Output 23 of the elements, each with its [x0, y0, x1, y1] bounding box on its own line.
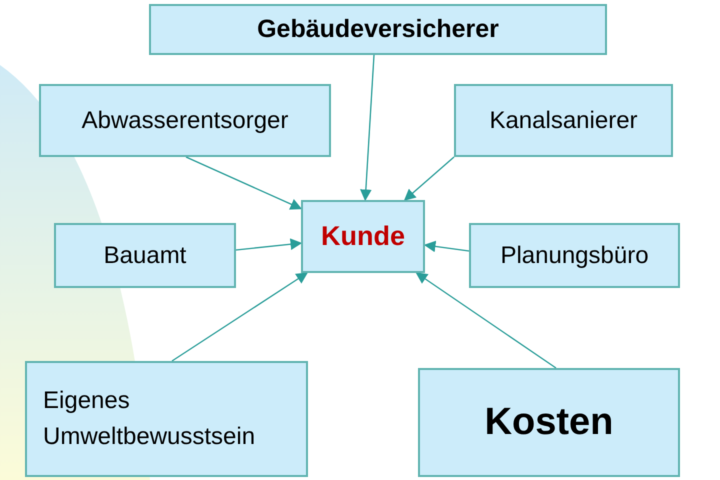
arrow	[360, 54, 375, 202]
label-box	[25, 361, 308, 477]
box-text: Kunde	[321, 220, 405, 254]
box-text: Kosten	[484, 400, 614, 445]
label-box	[418, 368, 680, 477]
box-text: Gebäudeversicherer	[257, 14, 499, 45]
label-box	[454, 84, 673, 157]
arrow	[416, 272, 556, 369]
box-text: Abwasserentsorger	[82, 106, 288, 136]
arrow	[424, 240, 470, 252]
arrow	[404, 156, 454, 201]
arrow	[172, 272, 308, 362]
arrow	[186, 156, 302, 210]
arrow	[236, 238, 302, 251]
label-box	[301, 200, 425, 273]
box-text: Bauamt	[104, 240, 186, 270]
box-text: Kanalsanierer	[489, 106, 638, 136]
label-box	[149, 4, 607, 55]
label-box	[54, 223, 236, 288]
label-box	[39, 84, 331, 157]
box-text: Eigenes Umweltbewusstsein	[43, 386, 256, 452]
label-box	[469, 223, 680, 288]
box-text: Planungsbüro	[500, 240, 649, 270]
